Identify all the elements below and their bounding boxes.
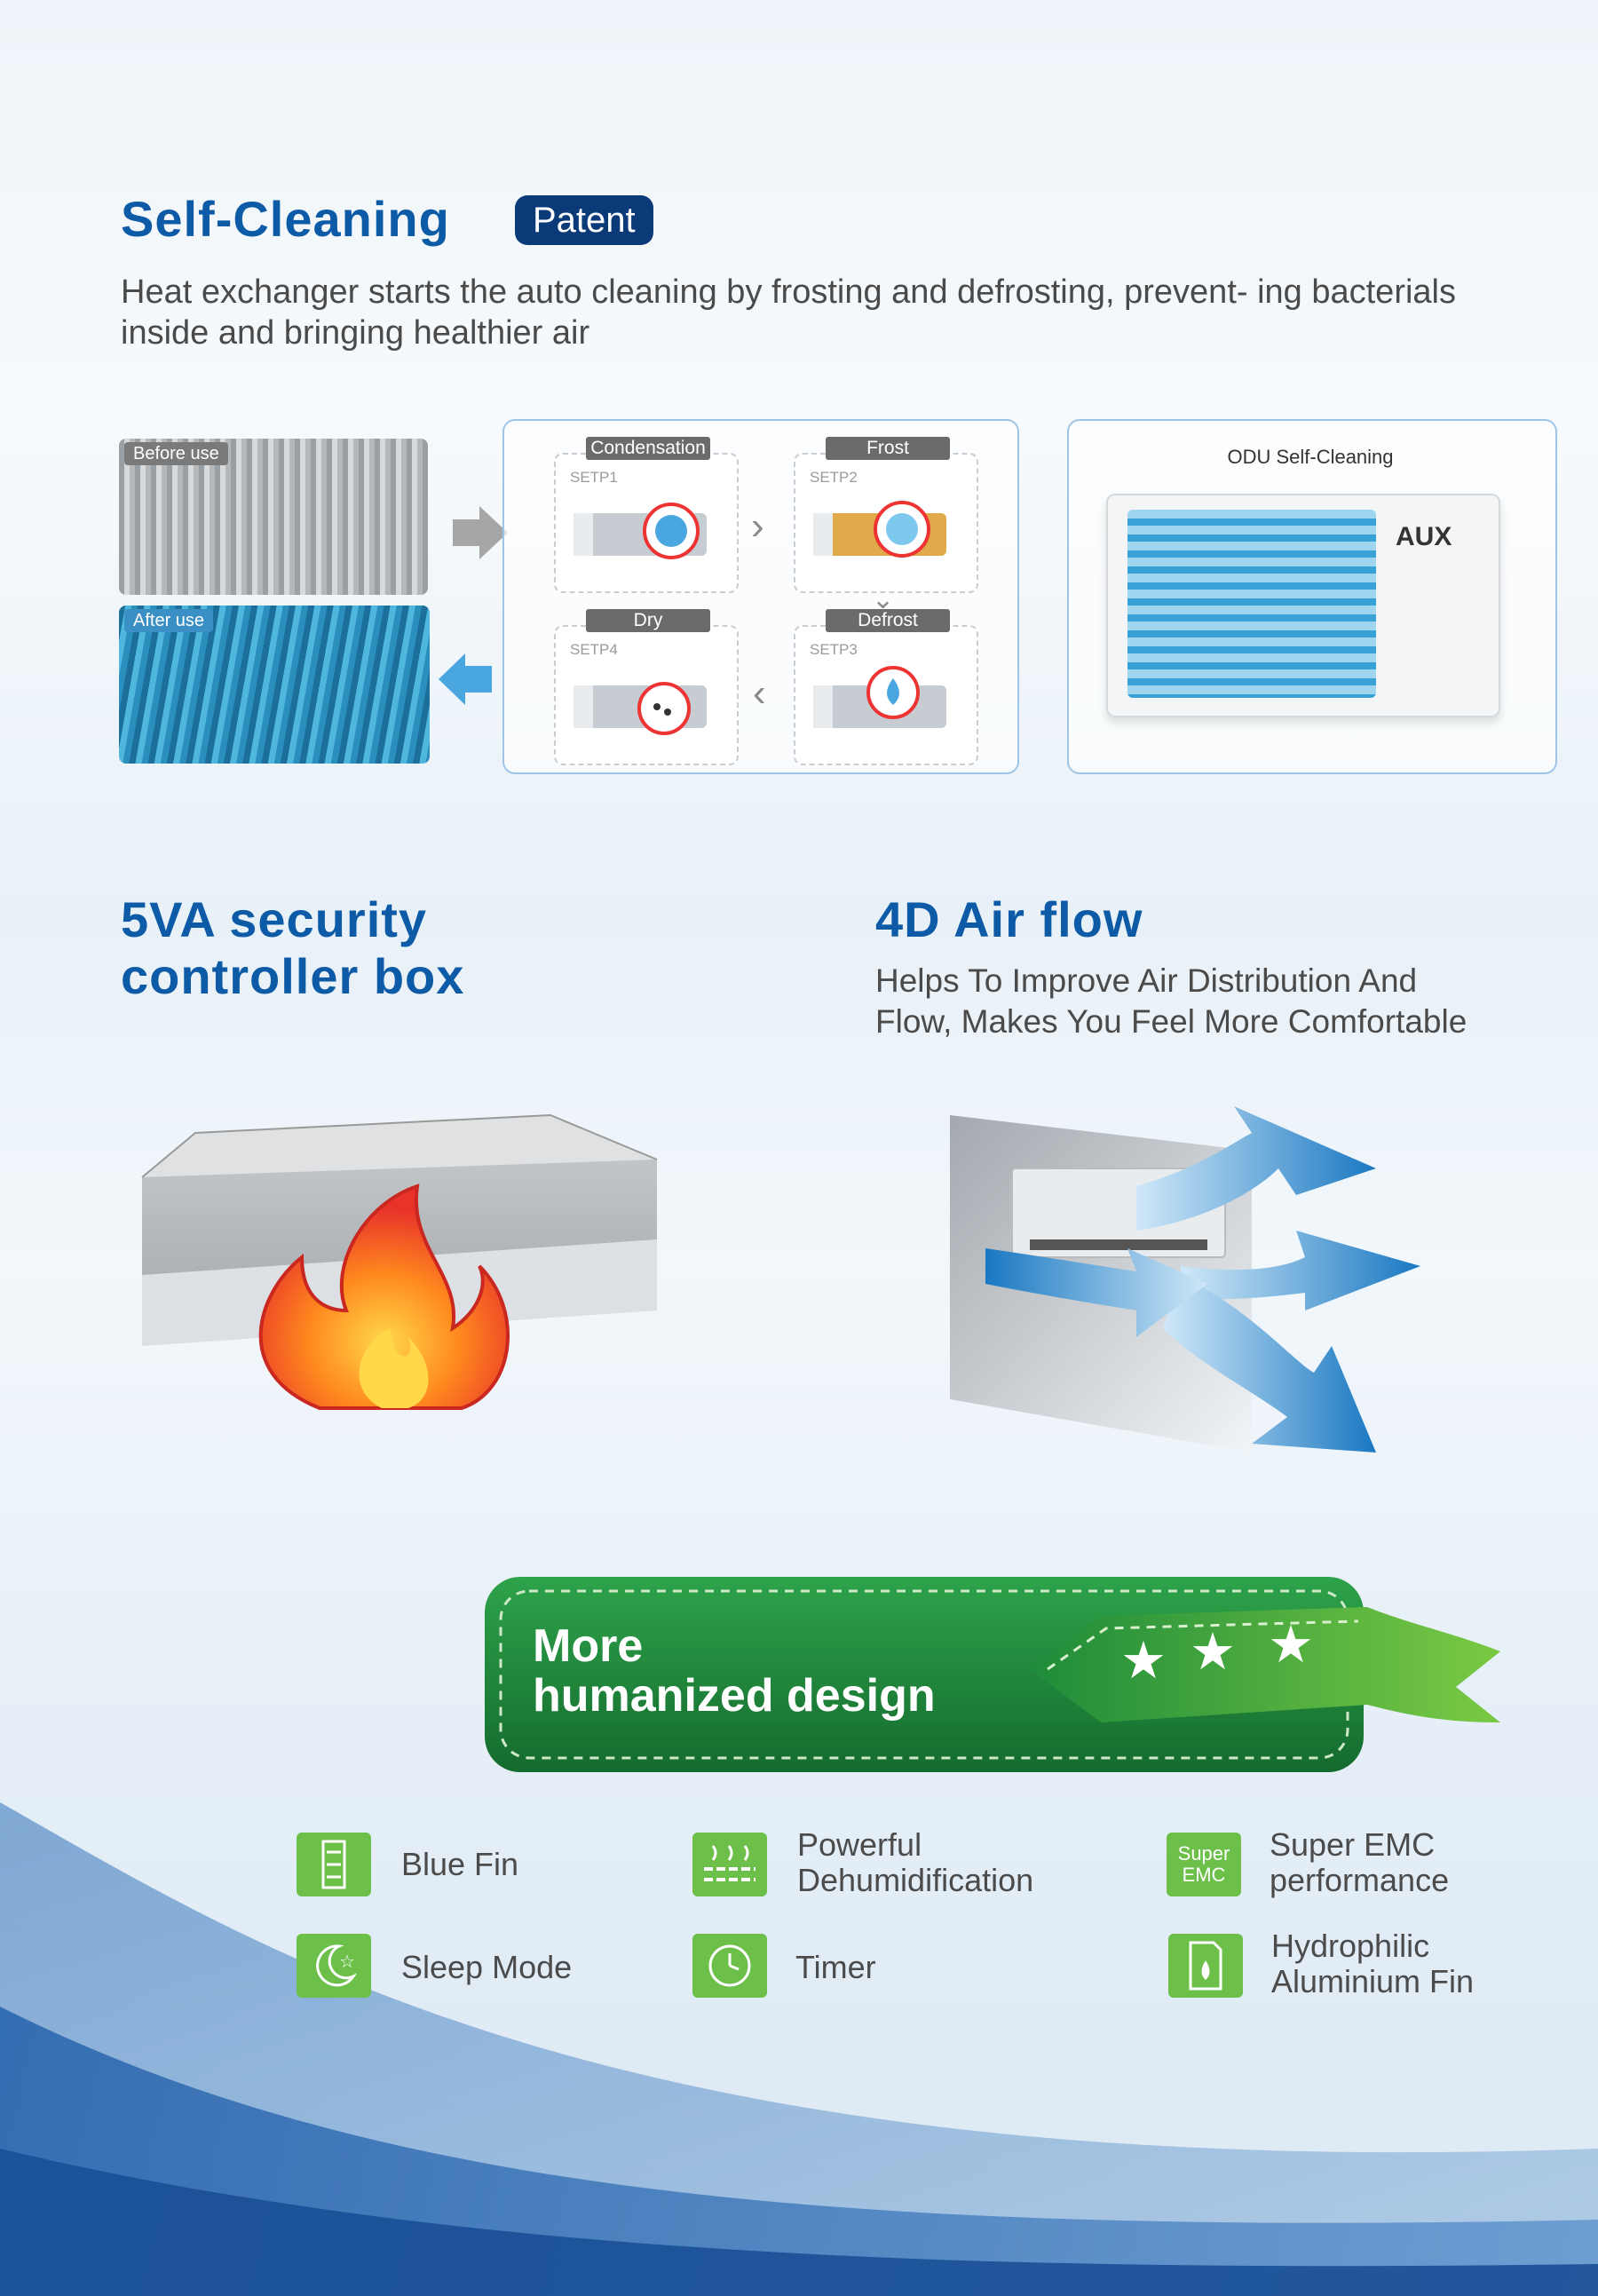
feature-label-timer: Timer xyxy=(795,1949,876,1985)
arrow-right-icon xyxy=(453,506,508,559)
step-num-3: SETP3 xyxy=(810,641,858,658)
before-use-photo: Before use xyxy=(119,439,428,595)
hydrophilic-fin-icon xyxy=(1168,1934,1243,1998)
indoor-unit-condensation-icon xyxy=(574,503,707,559)
odu-brand: AUX xyxy=(1396,522,1452,551)
chevron-down-icon: ⌄ xyxy=(872,585,895,614)
step-tag-dry: Dry xyxy=(586,609,710,632)
super-emc-icon-text: Super EMC xyxy=(1177,1842,1230,1886)
self-cleaning-title: Self-Cleaning xyxy=(121,191,450,247)
indoor-unit-dry-icon xyxy=(574,682,707,735)
timer-icon xyxy=(692,1934,767,1998)
chevron-right-icon: › xyxy=(751,504,764,548)
svg-text:☆: ☆ xyxy=(339,1951,355,1972)
controller-box-illustration xyxy=(141,1113,658,1410)
self-cleaning-description: Heat exchanger starts the auto cleaning … xyxy=(121,273,1456,352)
feature-label-hydrophilic-fin: Hydrophilic Aluminium Fin xyxy=(1271,1928,1475,1999)
air-flow-description: Helps To Improve Air Distribution And Fl… xyxy=(875,962,1467,1040)
blue-fin-icon xyxy=(297,1833,371,1896)
banner-line2: humanized design xyxy=(533,1670,936,1722)
sleep-mode-icon: ☆ xyxy=(297,1934,371,1998)
odu-title: ODU Self-Cleaning xyxy=(1227,446,1394,468)
step-tag-defrost: Defrost xyxy=(826,609,950,632)
indoor-unit-defrost-icon xyxy=(813,666,946,728)
step-num-1: SETP1 xyxy=(570,469,618,486)
step-tag-frost: Frost xyxy=(826,437,950,460)
feature-label-blue-fin: Blue Fin xyxy=(401,1846,519,1882)
dehumidification-icon xyxy=(692,1833,767,1896)
controller-box-title-line1: 5VA security xyxy=(121,891,428,947)
feature-label-dehumidification: Powerful Dehumidification xyxy=(797,1826,1034,1898)
background-waves xyxy=(0,1802,1598,2296)
after-use-photo: After use xyxy=(119,606,430,764)
star-icon: ★ xyxy=(1190,1623,1236,1681)
step-num-2: SETP2 xyxy=(810,469,858,486)
after-use-label: After use xyxy=(124,609,214,632)
banner-line1: More xyxy=(533,1620,644,1672)
step-tag-condensation: Condensation xyxy=(586,437,710,460)
feature-label-sleep-mode: Sleep Mode xyxy=(401,1949,573,1985)
super-emc-icon: Super EMC xyxy=(1167,1833,1241,1896)
indoor-unit-frost-icon xyxy=(813,501,946,558)
star-icon: ★ xyxy=(1268,1616,1314,1674)
patent-badge: Patent xyxy=(515,195,653,245)
humanized-design-banner xyxy=(485,1577,1500,1772)
air-flow-illustration xyxy=(950,1106,1420,1453)
controller-box-title-line2: controller box xyxy=(121,948,465,1004)
before-use-label: Before use xyxy=(124,442,228,465)
outdoor-unit-grille xyxy=(1127,510,1376,698)
chevron-left-icon: ‹ xyxy=(753,671,766,715)
step-num-4: SETP4 xyxy=(570,641,618,658)
star-icon: ★ xyxy=(1120,1632,1167,1690)
feature-label-super-emc: Super EMC performance xyxy=(1270,1826,1450,1898)
arrow-left-icon xyxy=(439,653,492,705)
air-flow-title: 4D Air flow xyxy=(875,891,1143,947)
